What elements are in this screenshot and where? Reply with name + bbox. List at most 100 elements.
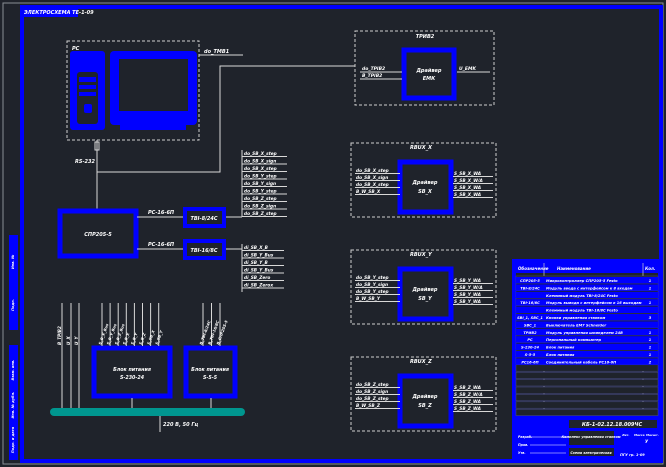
driver-output-label: S_SB_X_WA <box>454 192 481 198</box>
side-stamp-text: Взам. инв. <box>11 360 15 381</box>
bom-cell-designation: SBC_1 <box>524 323 537 327</box>
driver-block <box>397 266 454 322</box>
feed-label: S_SB_X <box>146 328 156 345</box>
driver-input-label: do_SB_Z_step <box>356 382 389 388</box>
driver-output-label: S_SB_Z_WA <box>454 399 481 405</box>
driver-block-line2: SB_Y <box>418 296 433 302</box>
bom-cell-designation: PC <box>527 338 533 342</box>
monitor-icon <box>110 51 197 130</box>
driver-output-label: S_SB_Y_WA <box>454 278 481 284</box>
driver-output-label: S_SB_Z_WA <box>454 385 481 391</box>
bom-row-fill <box>516 336 658 343</box>
driver-frame <box>350 356 497 432</box>
title-col-header: Масшт. <box>646 433 659 437</box>
bom-cell-name: Персональный компьютер <box>546 338 602 342</box>
drawing-frame <box>20 5 663 463</box>
bom-cell-designation: S-230-24 <box>521 346 540 350</box>
computer-tower-icon <box>70 51 105 130</box>
bom-cell-name: Микроконтроллер СПР205-5 Festo <box>546 279 618 283</box>
bom-cell-designation: TBI-16/8C <box>520 301 540 305</box>
bom-header-qty: Кол. <box>645 266 656 271</box>
bom-row-fill <box>516 306 658 313</box>
bom-row-fill <box>516 284 658 291</box>
power-bus <box>50 408 245 416</box>
side-stamp-text: Подп. <box>11 299 15 311</box>
title-name-box <box>569 431 614 445</box>
driver-input-label: do_SB_X_step <box>356 182 389 188</box>
bom-cell-designation: SBI_1, SBC_1 <box>517 316 543 320</box>
driver-input-label: do_SB_Y_sign <box>356 282 388 288</box>
bom-cell-qty: 1 <box>649 286 652 290</box>
input-signal-label: do_SB_Z_sign <box>244 204 276 210</box>
bom-row-fill <box>516 351 658 358</box>
driver-output-label: S_SB_Z_WA <box>454 406 481 412</box>
input-signal-label: do_SB_Y_step <box>244 174 277 180</box>
tpib-block-line1: Драйвер <box>415 68 441 74</box>
driver-output-label: S_SB_Z_W/A <box>454 392 483 398</box>
bom-row <box>515 371 659 379</box>
side-stamp-text: Подп. и дата <box>11 426 15 453</box>
input-signal-label: do_SB_X_step <box>244 151 277 157</box>
input-module-block <box>183 207 226 228</box>
sheet-label: ЭЛЕКТРОСХЕМА ТЕ-1-09 <box>24 10 94 16</box>
input-module-label: TBI-8/24C <box>190 216 217 222</box>
driver-frame <box>350 249 497 325</box>
rs232-line <box>97 65 355 173</box>
bom-cell-designation: PC16-6П <box>521 360 538 364</box>
title-name: Комплекс управления станком <box>561 435 620 439</box>
bom-cell-qty: 1 <box>649 331 652 335</box>
input-signal-label: do_SB_Y_step <box>244 189 277 195</box>
title-role: Пров. <box>518 443 528 447</box>
bom-cell-name: Блок питания <box>546 353 575 357</box>
pc-label: PC <box>72 46 80 52</box>
driver-output-label: S_SB_X_WA <box>454 185 481 191</box>
tpib-input-label: do_TPIB2 <box>362 66 385 72</box>
bom-row <box>515 394 659 402</box>
bom-row-fill <box>516 291 658 299</box>
driver-output-label: S_SB_Y_WA <box>454 299 481 305</box>
bom-row <box>515 379 659 387</box>
driver-input-label: do_SB_Y_step <box>356 275 389 281</box>
title-col-header: Масса <box>634 433 645 437</box>
title-col-header: Лит. <box>621 433 629 437</box>
output-signal-label: di_SB_Y_Bus <box>244 268 274 274</box>
bom-row-fill <box>516 299 658 306</box>
feed-label: U_X <box>66 336 71 345</box>
bom-cell-name: Модуль вывода с интерфейсом к 16 выходам <box>546 301 642 305</box>
driver-input-label: do_SB_Z_step <box>356 396 389 402</box>
bom-cell-qty: 1 <box>649 353 652 357</box>
feed-label: S_B_Z <box>138 332 147 345</box>
bom-cell-name: Клеммный модуль TBI-16/8C Festo <box>546 309 618 313</box>
input-signal-label: do_SB_Z_step <box>244 196 277 202</box>
pc-out-signal: do_TMB1 <box>204 49 229 55</box>
driver-input-label: do_SB_Z_sign <box>356 389 388 395</box>
driver-block-line1: Драйвер <box>411 287 437 293</box>
bom-row <box>515 408 659 416</box>
driver-title: RBUX_Y <box>410 252 433 258</box>
title-code-box <box>569 420 657 428</box>
bom-cell-designation: СПР205-5 <box>520 279 540 283</box>
rs232-label: RS-232 <box>75 159 95 165</box>
bom-row-fill <box>516 358 658 365</box>
cable-label-1: PC-16-6П <box>148 210 175 216</box>
driver-block <box>397 373 454 429</box>
side-stamp-lower <box>9 345 18 460</box>
output-module-block <box>183 239 226 260</box>
output-signal-label: di_SB_Zerox <box>244 283 273 289</box>
sheet-label-box <box>21 6 78 17</box>
bom-header-designation: Обозначение <box>518 266 549 271</box>
cable-label-2: PC-16-6П <box>148 242 175 248</box>
pc-group <box>66 40 200 141</box>
input-signal-label: do_SB_Y_sign <box>244 181 276 187</box>
driver-title: RBUX_X <box>410 145 433 151</box>
side-stamp-text: Инв. № дубл. <box>11 392 15 419</box>
bom-row <box>515 364 659 372</box>
title-doc-box <box>569 448 614 456</box>
bom-row-fill <box>516 277 658 284</box>
driver-block-line2: SB_X <box>418 189 433 195</box>
psu2-label-line2: S-5-5 <box>203 375 218 381</box>
side-stamp-upper <box>9 235 18 330</box>
driver-frame <box>350 142 497 218</box>
